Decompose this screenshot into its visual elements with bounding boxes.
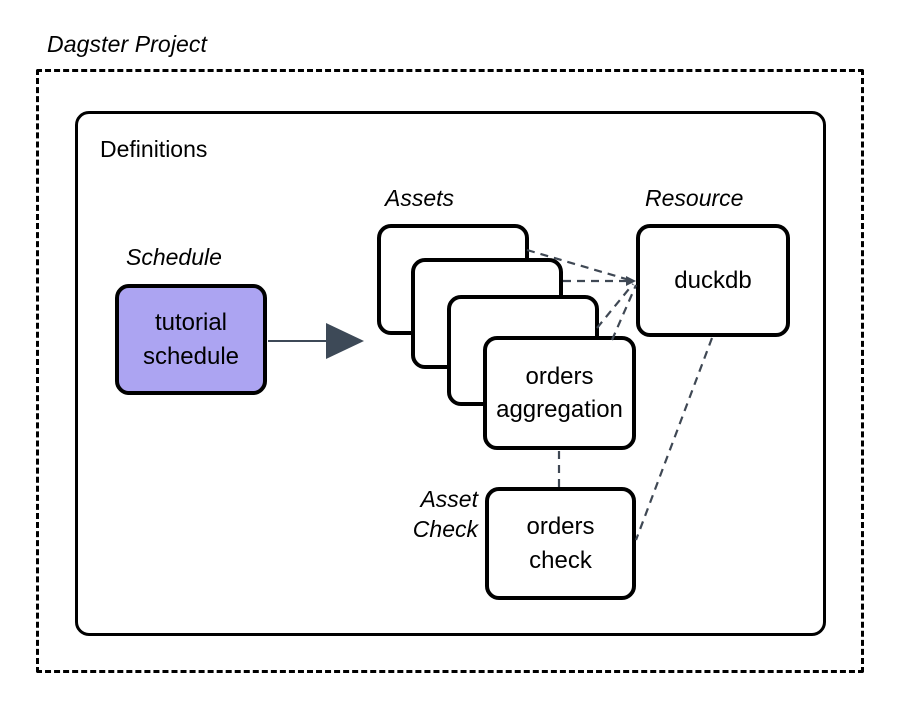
dagster-project-label: Dagster Project [47,31,208,57]
node-tutorial-schedule-line2: schedule [142,342,240,370]
dagster-project-container [36,69,864,673]
node-orders-check-line1: orders [526,513,595,541]
asset-check-label-line1: Asset [420,486,478,513]
node-tutorial-schedule[interactable]: tutorial schedule [115,284,267,395]
asset-check-group-label: Asset Check [378,456,478,574]
node-orders-aggregation-line2: aggregation [496,396,623,423]
node-duckdb[interactable]: duckdb [636,224,790,337]
assets-group-label: Assets [385,185,455,211]
node-orders-aggregation-line1: orders [525,362,594,390]
node-orders-check[interactable]: orders check [485,487,636,600]
node-duckdb-label: duckdb [674,266,752,294]
definitions-label: Definitions [100,136,208,162]
node-orders-check-line2: check [529,546,592,574]
node-tutorial-schedule-line1: tutorial [154,309,228,337]
node-orders-aggregation[interactable]: orders aggregation [483,336,636,450]
asset-check-label-line2: Check [412,515,478,542]
resource-group-label: Resource [645,185,744,211]
schedule-group-label: Schedule [126,244,222,270]
